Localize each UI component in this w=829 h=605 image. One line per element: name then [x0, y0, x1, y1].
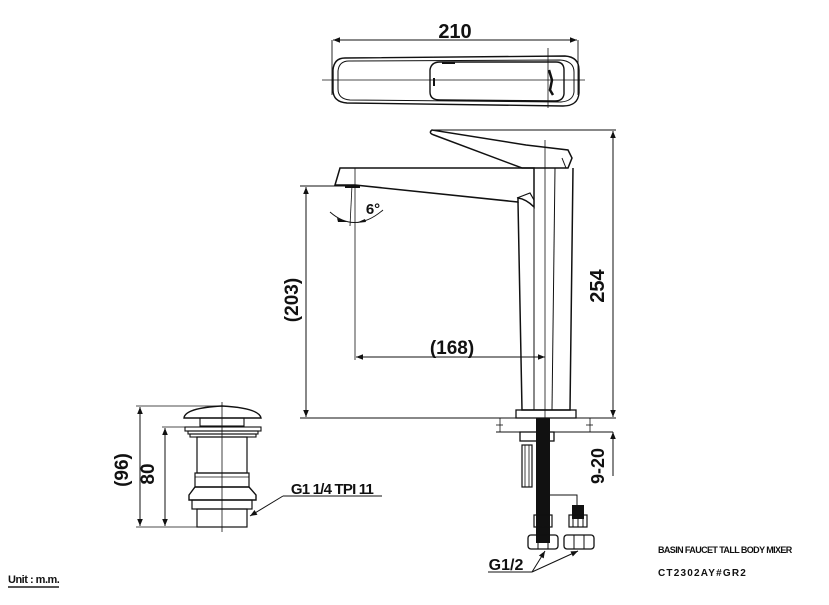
spout-height-dimension-label: (203): [282, 278, 303, 322]
inlet-thread-label: G1/2: [489, 557, 524, 574]
faucet-side-view: [333, 129, 613, 573]
waste-thread-spec-label: G1 1/4 TPI 11: [291, 481, 374, 498]
top-view: [322, 37, 585, 108]
total-height-dimension-label: 254: [587, 268, 609, 302]
waste-body-height-label: 80: [138, 463, 159, 484]
unit-label: Unit : m.m.: [8, 574, 60, 588]
product-name-label: BASIN FAUCET TALL BODY MIXER: [658, 545, 792, 555]
deck-thickness-dimension-label: 9-20: [588, 448, 608, 484]
side-view-dimensions: [300, 129, 616, 476]
waste-overall-height-label: (96): [112, 453, 133, 487]
pop-up-waste-drawing: [136, 402, 382, 532]
width-dimension-label: 210: [438, 21, 471, 43]
spout-angle-label: 6°: [366, 201, 380, 218]
model-code-label: CT2302AY#GR2: [658, 568, 748, 579]
spout-reach-dimension-label: (168): [430, 338, 474, 359]
